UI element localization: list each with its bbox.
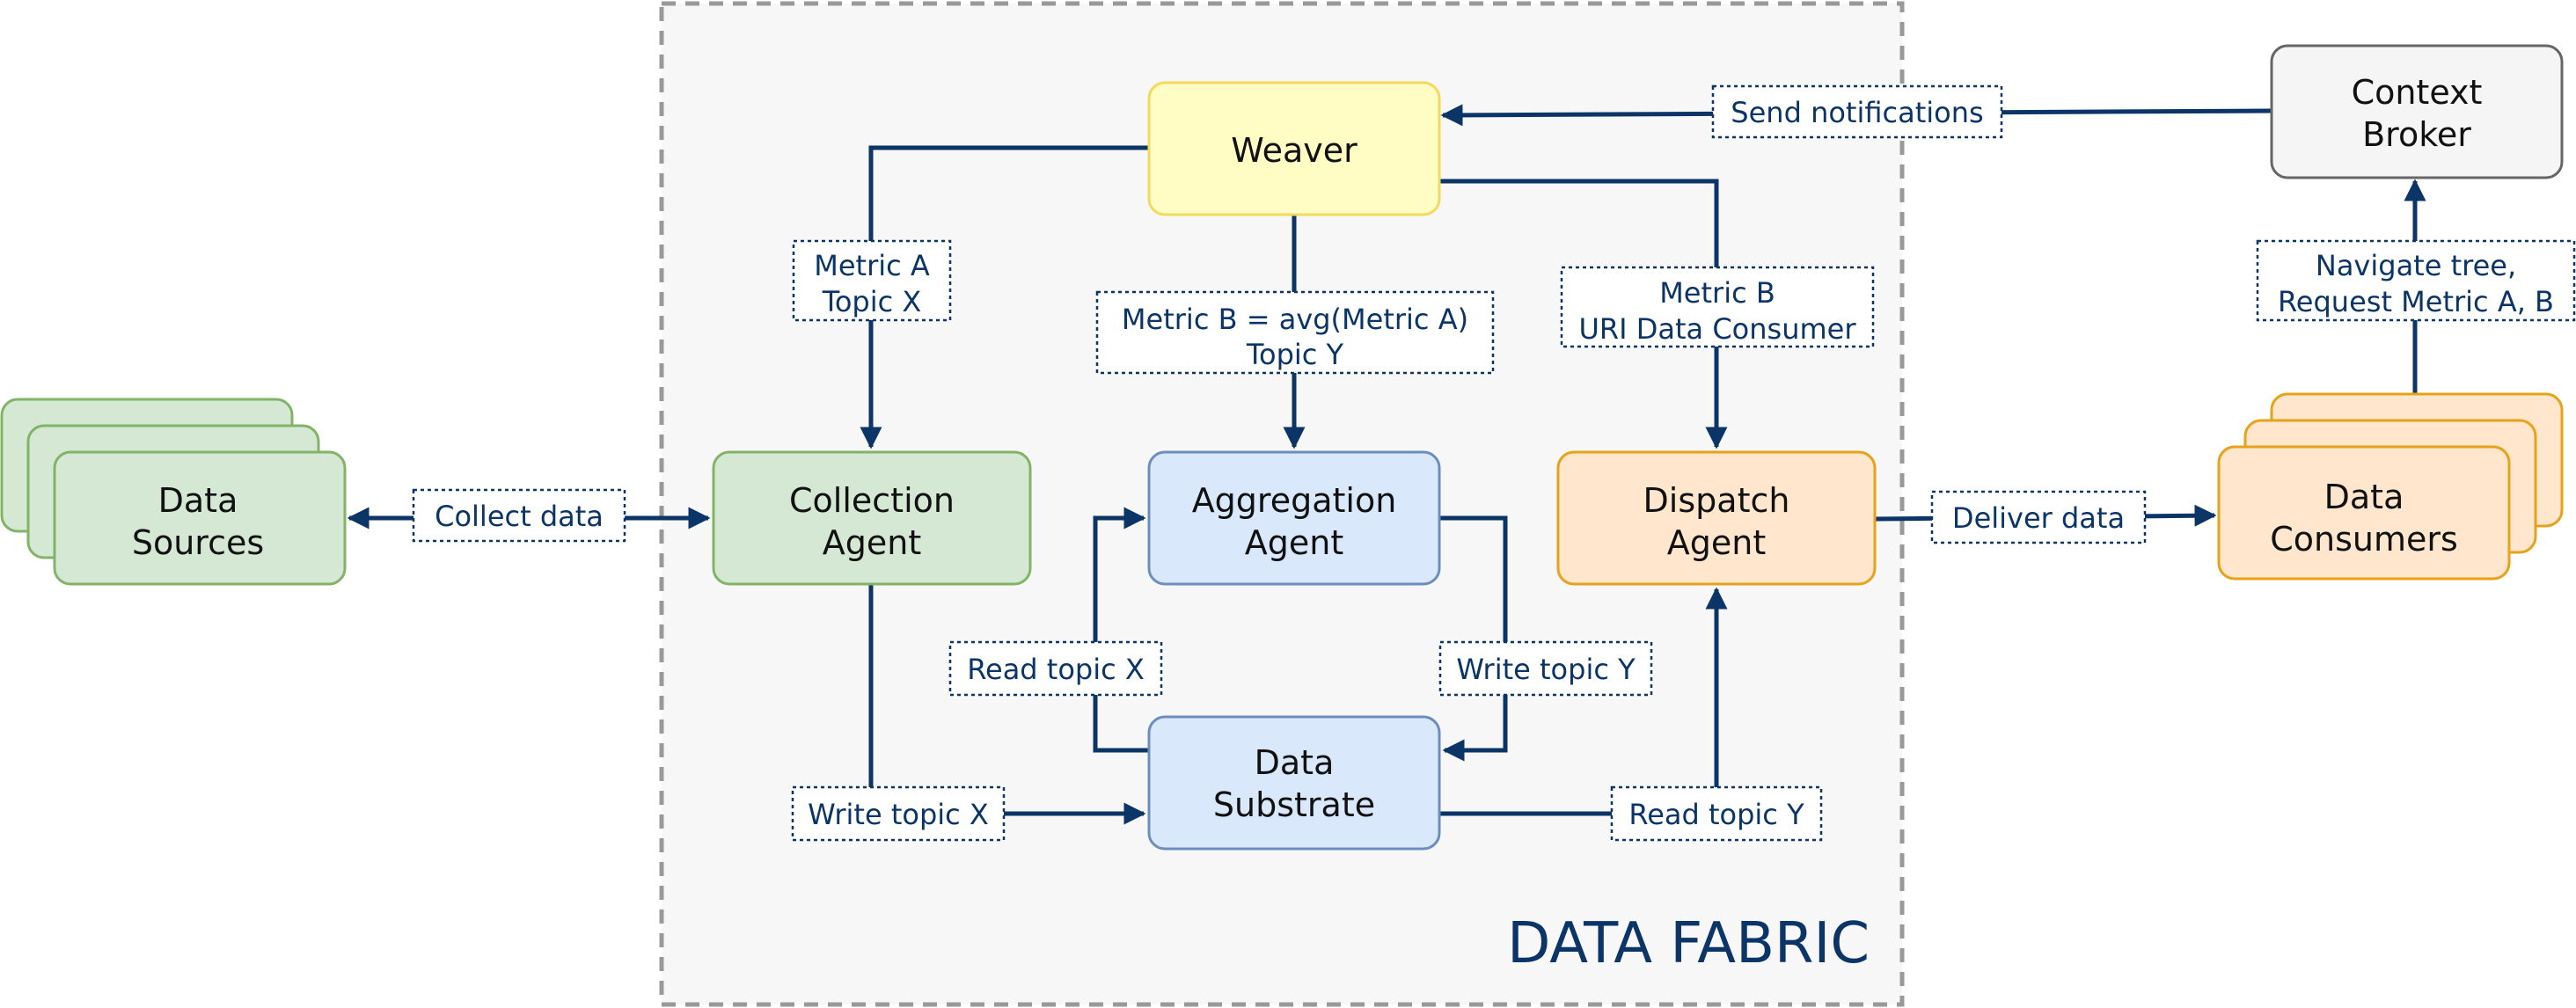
edge-weaver-to-dispatch (1439, 179, 1728, 449)
data-consumers-label-line1: Data (2324, 478, 2404, 516)
weaver-label: Weaver (1231, 131, 1358, 170)
aggregation-agent-label-line2: Agent (1245, 523, 1343, 562)
request-metric-text: Request Metric A, B (2278, 285, 2554, 318)
metric-b-text: Metric B (1659, 276, 1775, 310)
data-sources-node: Data Sources (0, 398, 347, 586)
label-navigate-tree: Navigate tree, Request Metric A, B (2256, 239, 2576, 322)
label-write-topic-y: Write topic Y (1438, 640, 1653, 697)
data-consumers-label-line2: Consumers (2270, 520, 2458, 559)
edge-labels: Send notifications Metric A Topic X Metr… (412, 84, 2576, 842)
metric-b-avg-text: Metric B = avg(Metric A) (1122, 303, 1468, 336)
context-broker-node: Context Broker (2270, 44, 2564, 179)
read-topic-y-text: Read topic Y (1628, 798, 1804, 831)
data-substrate-label-line1: Data (1255, 743, 1335, 782)
weaver-node: Weaver (1147, 81, 1441, 216)
label-collect-data: Collect data (412, 488, 626, 543)
label-send-notifications: Send notifications (1711, 84, 2003, 139)
label-read-topic-x: Read topic X (948, 640, 1163, 697)
collect-data-text: Collect data (435, 500, 604, 533)
send-notifications-text: Send notifications (1731, 96, 1983, 129)
topic-y-text: Topic Y (1246, 338, 1344, 371)
navigate-tree-text: Navigate tree, (2316, 249, 2516, 282)
edge-weaver-to-collection (860, 145, 1149, 449)
context-broker-label-line2: Broker (2362, 115, 2471, 154)
collection-agent-label-line1: Collection (789, 481, 955, 520)
dispatch-agent-node: Dispatch Agent (1556, 450, 1877, 586)
dispatch-agent-label-line2: Agent (1667, 523, 1766, 562)
data-consumers-node: Data Consumers (2217, 392, 2564, 581)
collection-agent-label-line2: Agent (823, 523, 921, 562)
edge-substrate-to-aggregation (1093, 507, 1149, 753)
write-topic-y-text: Write topic Y (1456, 653, 1636, 686)
context-broker-label-line1: Context (2352, 73, 2483, 112)
edge-aggregation-to-substrate (1439, 515, 1508, 762)
dispatch-agent-label-line1: Dispatch (1643, 481, 1790, 520)
data-substrate-label-line2: Substrate (1213, 785, 1375, 824)
label-write-topic-x: Write topic X (791, 785, 1006, 842)
data-sources-label-line1: Data (158, 481, 238, 520)
read-topic-x-text: Read topic X (967, 653, 1145, 686)
label-metric-a-topic-x: Metric A Topic X (792, 239, 952, 322)
uri-data-consumer-text: URI Data Consumer (1578, 312, 1856, 346)
aggregation-agent-node: Aggregation Agent (1147, 450, 1441, 586)
label-metric-b-avg: Metric B = avg(Metric A) Topic Y (1095, 290, 1495, 375)
metric-a-text: Metric A (814, 249, 930, 282)
label-deliver-data: Deliver data (1930, 490, 2147, 544)
label-metric-b-uri: Metric B URI Data Consumer (1560, 266, 1875, 348)
data-substrate-node: Data Substrate (1147, 715, 1441, 851)
collection-agent-node: Collection Agent (712, 450, 1032, 586)
write-topic-x-text: Write topic X (808, 798, 989, 831)
aggregation-agent-label-line1: Aggregation (1192, 481, 1397, 520)
data-sources-label-line2: Sources (132, 523, 264, 562)
nodes: Weaver Context Broker Data Sources Colle… (0, 44, 2564, 851)
data-fabric-title: DATA FABRIC (1507, 911, 1870, 976)
deliver-data-text: Deliver data (1952, 501, 2125, 535)
topic-x-text: Topic X (822, 285, 922, 318)
label-read-topic-y: Read topic Y (1610, 785, 1823, 842)
